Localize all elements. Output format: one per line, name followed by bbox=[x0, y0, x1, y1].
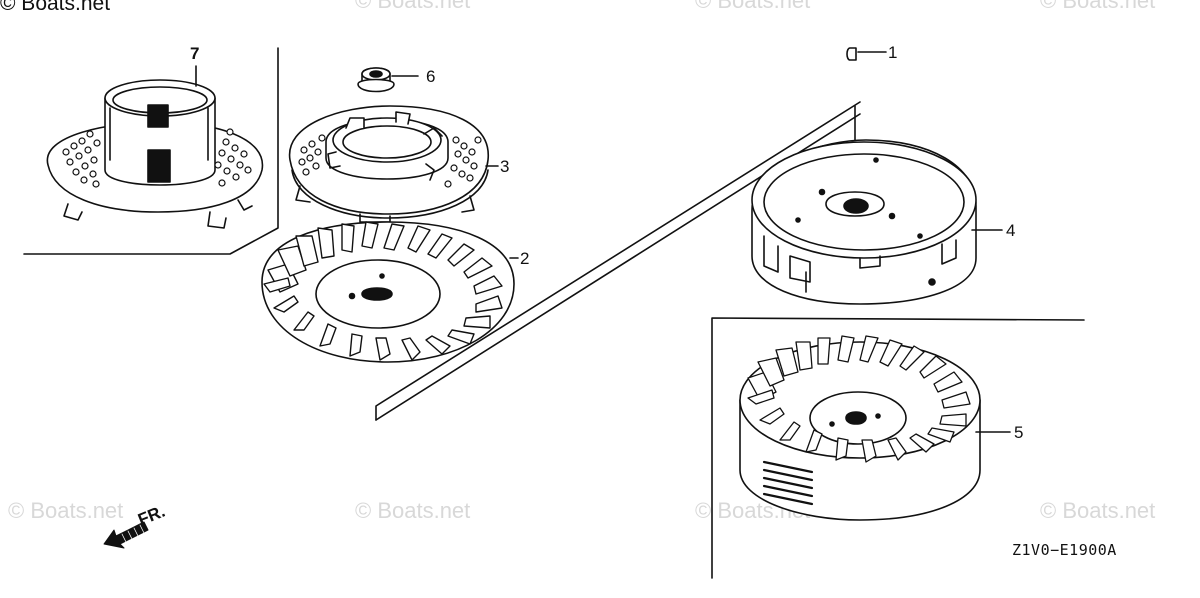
watermark: © Boats.net bbox=[1040, 498, 1156, 523]
callout-4: 4 bbox=[1006, 221, 1016, 240]
group-frame-right bbox=[711, 317, 1085, 579]
callout-3: 3 bbox=[500, 157, 510, 176]
starter-pulley-part bbox=[288, 105, 499, 223]
watermark: © Boats.net bbox=[1040, 0, 1156, 13]
callout-2: 2 bbox=[520, 249, 530, 268]
watermark: © Boats.net bbox=[695, 0, 811, 13]
group-frame-left bbox=[23, 47, 279, 255]
flywheel-part bbox=[751, 139, 1003, 305]
cooling-fan-part bbox=[261, 221, 519, 363]
watermark-top-left: © Boats.net bbox=[0, 0, 111, 15]
flange-nut-part bbox=[357, 67, 419, 93]
callout-5: 5 bbox=[1014, 423, 1024, 442]
callout-1: 1 bbox=[888, 43, 898, 62]
flywheel-fan-part bbox=[739, 335, 1011, 521]
watermark: © Boats.net bbox=[8, 498, 124, 523]
woodruff-key-part bbox=[846, 47, 887, 61]
starter-cup-part bbox=[46, 65, 264, 229]
front-direction-arrow bbox=[103, 521, 149, 549]
callout-6: 6 bbox=[426, 67, 436, 86]
watermark: © Boats.net bbox=[355, 0, 471, 13]
diagram-code: Z1V0−E1900A bbox=[1012, 541, 1117, 559]
watermark: © Boats.net bbox=[355, 498, 471, 523]
callout-7: 7 bbox=[190, 44, 200, 63]
